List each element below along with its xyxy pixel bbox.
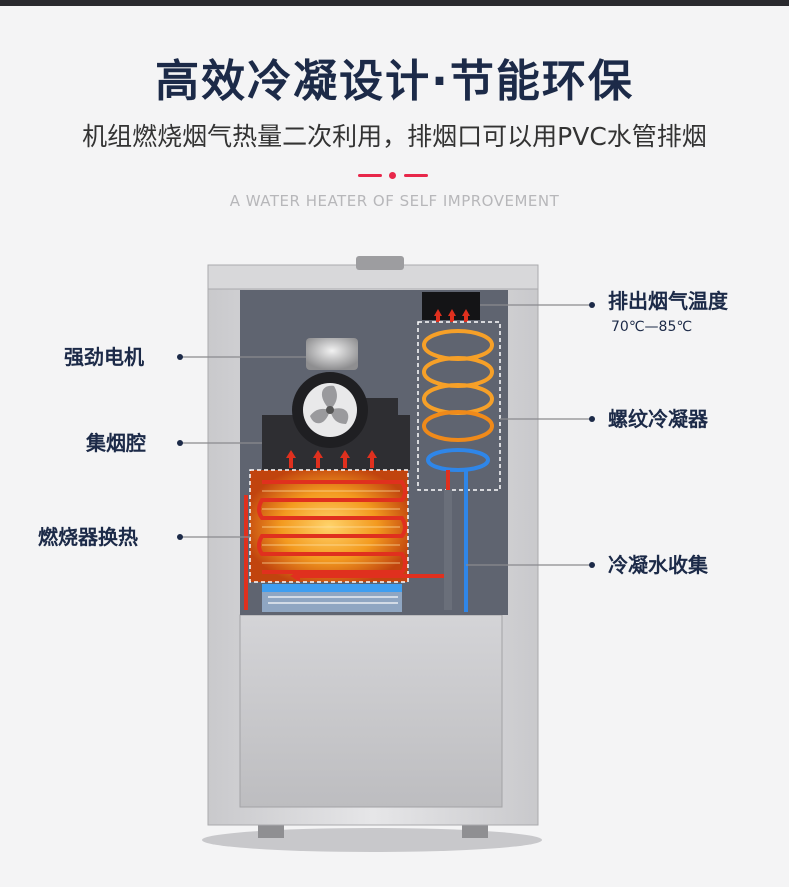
support-rail — [444, 490, 452, 610]
label-water: 冷凝水收集 — [608, 553, 708, 577]
label-condenser: 螺纹冷凝器 — [608, 407, 708, 431]
english-tagline: A WATER HEATER OF SELF IMPROVEMENT — [229, 192, 560, 210]
flame-icon — [250, 470, 408, 582]
flow-arrow-icon — [290, 570, 300, 582]
label-motor: 强劲电机 — [64, 345, 144, 369]
condenser-frame — [417, 321, 501, 491]
leader-dots — [177, 302, 595, 568]
label-burner: 燃烧器换热 — [38, 525, 138, 549]
leader-lines — [180, 304, 592, 566]
blue-flame — [262, 584, 402, 592]
motor-body — [306, 338, 358, 370]
exhaust-pipe — [356, 256, 404, 270]
fin-lines — [262, 490, 400, 564]
label-chamber: 集烟腔 — [86, 431, 146, 455]
exhaust-arrows-icon — [434, 309, 470, 322]
top-bar — [0, 0, 789, 6]
arrow-up-icon — [286, 450, 377, 468]
decor-line-right — [404, 174, 428, 177]
burner-holes — [268, 596, 398, 604]
label-exhaust-temp: 70℃—85℃ — [611, 319, 693, 335]
heat-exchanger-coils — [257, 480, 407, 574]
decor-line-left — [358, 174, 382, 177]
decor-dot — [389, 172, 396, 179]
floor-shadow — [202, 828, 542, 852]
condenser-coil — [422, 329, 494, 472]
page-subtitle: 机组燃烧烟气热量二次利用，排烟口可以用PVC水管排烟 — [82, 122, 707, 151]
fan-icon — [303, 383, 357, 437]
page-title: 高效冷凝设计·节能环保 — [155, 56, 634, 107]
lower-panel — [239, 614, 503, 808]
heat-exchanger-frame — [249, 469, 409, 583]
label-exhaust: 排出烟气温度 — [608, 289, 728, 313]
